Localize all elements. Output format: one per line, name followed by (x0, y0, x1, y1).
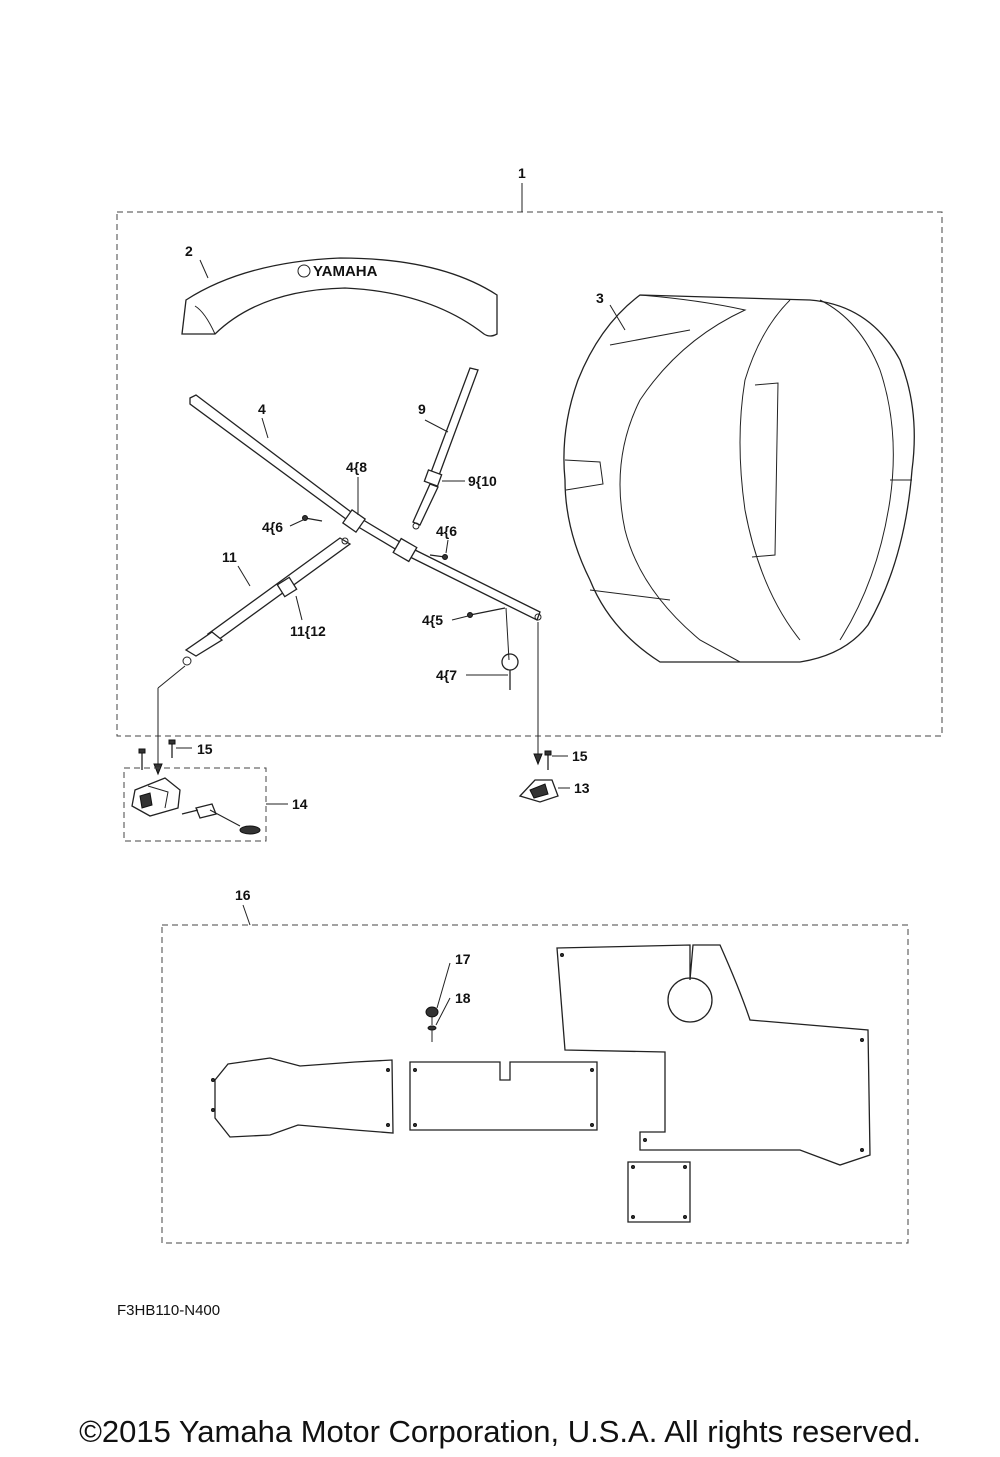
lock-pin-part (501, 607, 519, 690)
callout-1: 1 (518, 165, 526, 181)
callout-9-10: 9{10 (468, 473, 497, 489)
mat-kit-16-box (161, 924, 909, 1244)
deck-mat-part (556, 944, 871, 1166)
yamaha-logo: YAMAHA (297, 263, 378, 280)
callout-4-5: 4{5 (422, 612, 443, 628)
mount-bracket-part (131, 777, 181, 817)
callout-15-left: 15 (197, 741, 213, 757)
screw-part (544, 750, 552, 770)
copyright-notice: ©2015 Yamaha Motor Corporation, U.S.A. A… (79, 1414, 921, 1449)
svg-text:YAMAHA: YAMAHA (313, 263, 378, 280)
tower-cover-part (181, 257, 498, 337)
deck-mat-part (627, 1161, 691, 1223)
kit-1-group-box (116, 211, 943, 737)
mount-kit-14-box (123, 767, 267, 842)
snap-fastener-part (425, 1006, 439, 1025)
callout-4-6-right: 4{6 (436, 523, 457, 539)
callout-9: 9 (418, 401, 426, 417)
callout-18: 18 (455, 990, 471, 1006)
callout-11-12: 11{12 (290, 623, 326, 639)
callout-16: 16 (235, 887, 251, 903)
deck-mat-part (211, 1057, 394, 1138)
cover-part (563, 294, 915, 663)
callout-14: 14 (292, 796, 308, 812)
tower-arm-part (189, 394, 542, 621)
callout-4-8: 4{8 (346, 459, 367, 475)
diagram-code: F3HB110-N400 (117, 1302, 220, 1319)
callout-17: 17 (455, 951, 471, 967)
callout-2: 2 (185, 243, 193, 259)
bolt-part (467, 607, 506, 618)
washer-part (427, 1025, 437, 1042)
strut-part (412, 367, 479, 530)
bolt-part (429, 554, 448, 560)
release-handle-part (181, 803, 261, 835)
callout-4-6-left: 4{6 (262, 519, 283, 535)
callout-3: 3 (596, 290, 604, 306)
callout-11: 11 (222, 549, 237, 565)
callout-13: 13 (574, 780, 590, 796)
screw-part (168, 739, 176, 758)
bracket-part (518, 779, 559, 803)
callout-4-7: 4{7 (436, 667, 457, 683)
bolt-part (302, 515, 323, 522)
screw-part (138, 748, 146, 770)
callout-4: 4 (258, 401, 266, 417)
callout-15-right: 15 (572, 748, 588, 764)
gas-strut-part (182, 537, 352, 666)
deck-mat-part (409, 1061, 598, 1131)
